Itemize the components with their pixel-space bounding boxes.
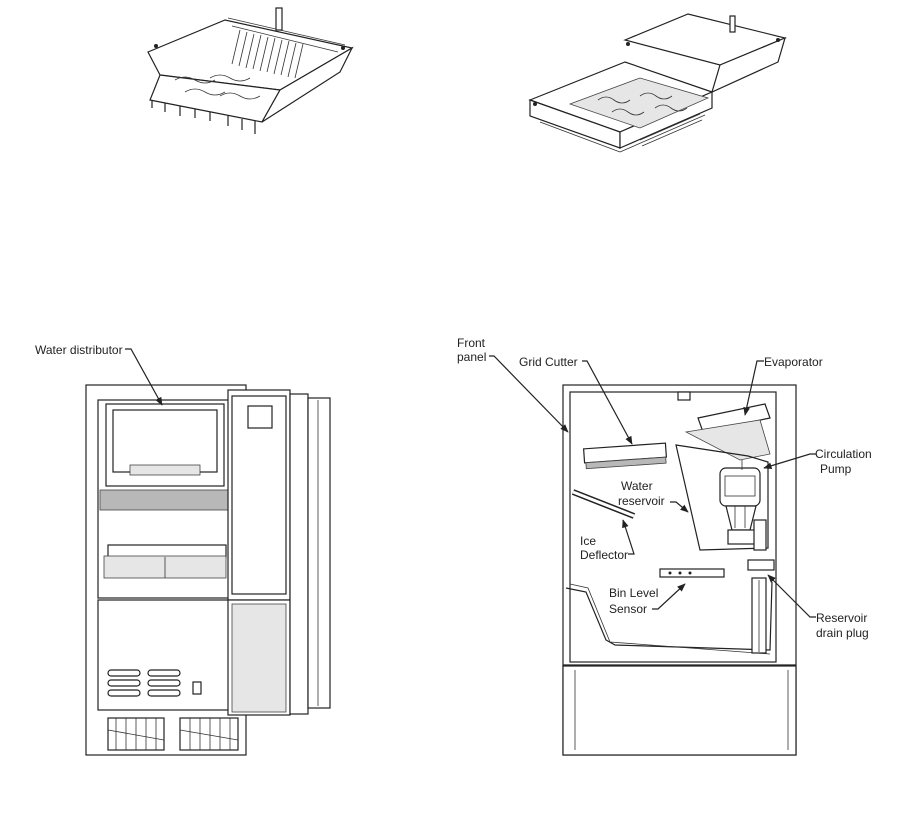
label-reservoir-drain-plug-line2: drain plug xyxy=(816,626,869,640)
label-circulation-pump-line1: Circulation xyxy=(815,447,872,461)
label-reservoir-drain-plug-line1: Reservoir xyxy=(816,611,867,625)
label-water-reservoir-line2: reservoir xyxy=(618,494,665,508)
leader-lines xyxy=(125,348,816,618)
circulation-pump-icon xyxy=(719,460,761,545)
label-bin-level-sensor-line1: Bin Level xyxy=(609,586,658,600)
label-bin-level-sensor-line2: Sensor xyxy=(609,602,647,616)
label-front-panel-line2: panel xyxy=(457,350,486,364)
tray-left-drawing xyxy=(147,7,354,134)
label-front-panel-line1: Front xyxy=(457,336,486,350)
label-grid-cutter: Grid Cutter xyxy=(519,355,578,369)
label-evaporator: Evaporator xyxy=(764,355,823,369)
label-circulation-pump-line2: Pump xyxy=(820,462,852,476)
tray-right-drawing xyxy=(528,13,787,153)
label-water-distributor: Water distributor xyxy=(35,343,123,357)
label-ice-deflector-line2: Deflector xyxy=(580,548,628,562)
front-view-drawing xyxy=(85,384,331,756)
label-ice-deflector-line1: Ice xyxy=(580,534,596,548)
label-water-reservoir-line1: Water xyxy=(621,479,653,493)
side-section-drawing xyxy=(562,384,797,756)
